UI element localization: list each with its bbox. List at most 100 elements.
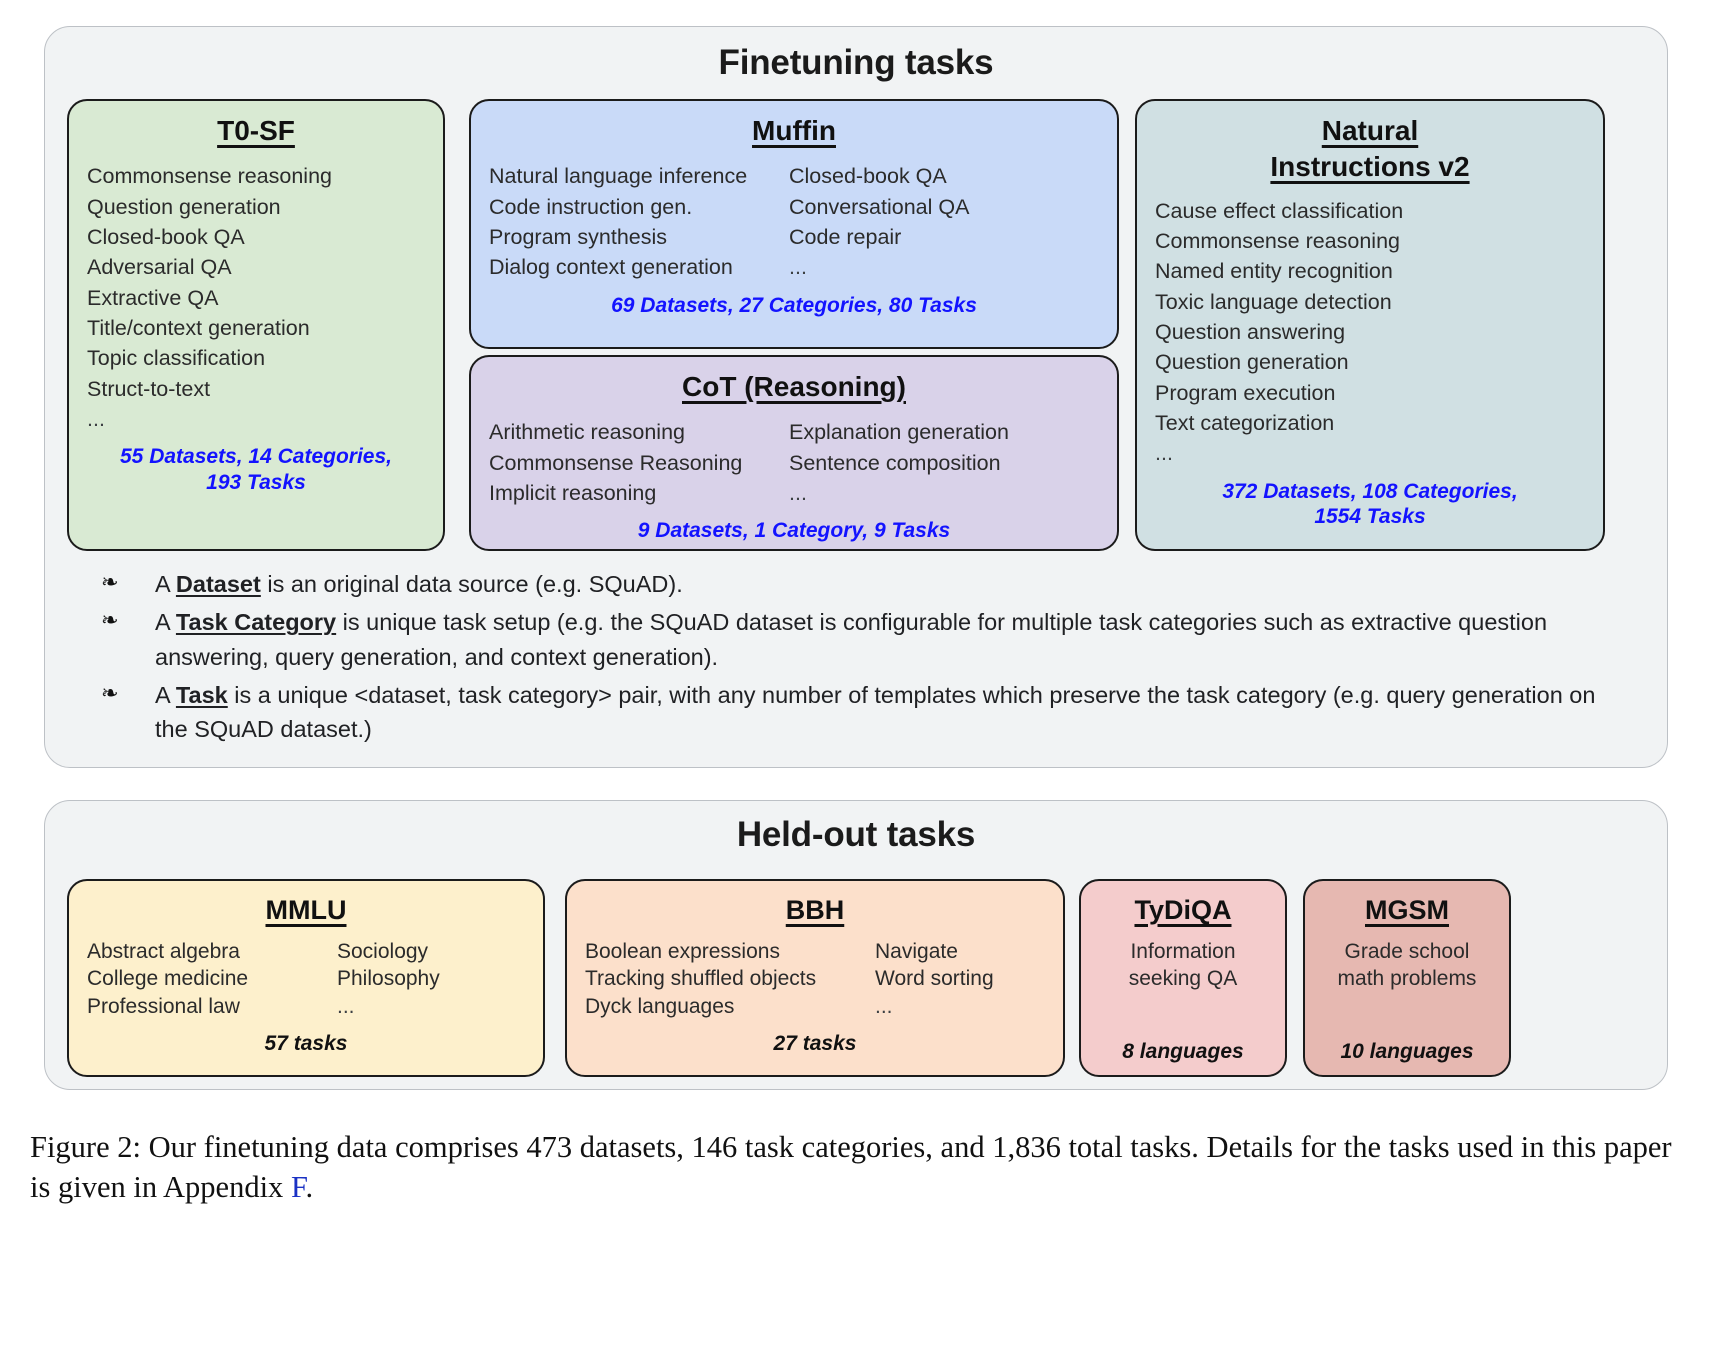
list-item: Code repair — [789, 225, 902, 250]
card-mmlu-item-list-right: Sociology Philosophy ... — [337, 938, 525, 1020]
definition-text-task: A Task is a unique <dataset, task catego… — [155, 678, 1625, 747]
description-line-1: Information — [1130, 940, 1236, 964]
list-item: Question generation — [87, 194, 281, 219]
stats-line-2: 193 Tasks — [206, 470, 306, 494]
caption-text: Figure 2: Our finetuning data comprises … — [30, 1130, 1672, 1204]
card-bbh: BBH Boolean expressions Tracking shuffle… — [565, 879, 1065, 1077]
card-cot-columns: Arithmetic reasoning Commonsense Reasoni… — [489, 417, 1099, 508]
list-item: Dialog context generation — [489, 255, 733, 280]
stats-line-1: 55 Datasets, 14 Categories, — [120, 445, 392, 469]
list-item: Toxic language detection — [1155, 289, 1392, 314]
card-muffin-item-list-left: Natural language inference Code instruct… — [489, 161, 789, 282]
held-out-tasks-panel: Held-out tasks MMLU Abstract algebra Col… — [44, 800, 1668, 1090]
definition-row-dataset: ❧ A Dataset is an original data source (… — [85, 567, 1625, 601]
card-title-line-2: Instructions v2 — [1270, 151, 1470, 183]
list-item: Tracking shuffled objects — [585, 967, 817, 991]
diamond-bullet-icon: ❧ — [101, 609, 119, 633]
card-muffin-stats: 69 Datasets, 27 Categories, 80 Tasks — [611, 293, 977, 317]
card-bbh-title: BBH — [785, 895, 845, 925]
definition-rest: is a unique <dataset, task category> pai… — [155, 681, 1596, 743]
card-natural-instructions-v2-item-list: Cause effect classification Commonsense … — [1155, 196, 1585, 469]
card-bbh-item-list-left: Boolean expressions Tracking shuffled ob… — [585, 938, 875, 1020]
card-mgsm: MGSM Grade school math problems 10 langu… — [1303, 879, 1511, 1077]
finetuning-panel-title: Finetuning tasks — [718, 43, 994, 82]
list-item-ellipsis: ... — [789, 481, 807, 506]
list-item-ellipsis: ... — [337, 994, 355, 1018]
list-item: Navigate — [875, 940, 958, 964]
list-item: Topic classification — [87, 346, 266, 371]
list-item-ellipsis: ... — [1155, 441, 1173, 466]
card-tydiqa-body: Information seeking QA 8 languages — [1099, 938, 1267, 1064]
description-line-1: Grade school — [1344, 940, 1470, 964]
definitions-list: ❧ A Dataset is an original data source (… — [85, 567, 1625, 750]
list-item: Boolean expressions — [585, 940, 780, 964]
card-muffin: Muffin Natural language inference Code i… — [469, 99, 1119, 349]
card-mgsm-stats: 10 languages — [1340, 1040, 1474, 1064]
list-item: Natural language inference — [489, 164, 748, 189]
card-bbh-item-list-right: Navigate Word sorting ... — [875, 938, 1045, 1020]
card-bbh-columns: Boolean expressions Tracking shuffled ob… — [585, 938, 1045, 1020]
list-item: Arithmetic reasoning — [489, 420, 685, 445]
card-bbh-stats: 27 tasks — [773, 1031, 857, 1055]
list-item: Adversarial QA — [87, 255, 232, 280]
card-natural-instructions-v2-stats: 372 Datasets, 108 Categories, 1554 Tasks — [1155, 479, 1585, 530]
card-tydiqa-description: Information seeking QA — [1099, 938, 1267, 993]
caption-text-end: . — [305, 1169, 314, 1204]
definition-row-task: ❧ A Task is a unique <dataset, task cate… — [85, 678, 1625, 747]
card-mmlu-title: MMLU — [265, 895, 347, 925]
card-tydiqa-title: TyDiQA — [1134, 895, 1232, 925]
card-tydiqa: TyDiQA Information seeking QA 8 language… — [1079, 879, 1287, 1077]
definition-rest: is an original data source (e.g. SQuAD). — [260, 571, 683, 597]
description-line-2: math problems — [1337, 967, 1477, 991]
definition-row-task-category: ❧ A Task Category is unique task setup (… — [85, 605, 1625, 674]
definition-prefix: A — [155, 571, 176, 597]
list-item: Word sorting — [875, 967, 994, 991]
finetuning-tasks-panel: Finetuning tasks T0-SF Commonsense reaso… — [44, 26, 1668, 768]
list-item: Code instruction gen. — [489, 194, 693, 219]
definition-text-task-category: A Task Category is unique task setup (e.… — [155, 605, 1625, 674]
list-item: Conversational QA — [789, 194, 970, 219]
list-item-ellipsis: ... — [87, 406, 105, 431]
card-t0-sf-item-list: Commonsense reasoning Question generatio… — [87, 161, 425, 434]
diamond-bullet-icon: ❧ — [101, 681, 119, 705]
figure-caption: Figure 2: Our finetuning data comprises … — [30, 1128, 1690, 1207]
list-item-ellipsis: ... — [789, 255, 807, 280]
card-cot-stats: 9 Datasets, 1 Category, 9 Tasks — [637, 519, 951, 543]
card-t0-sf-stats: 55 Datasets, 14 Categories, 193 Tasks — [87, 444, 425, 495]
card-mmlu-columns: Abstract algebra College medicine Profes… — [87, 938, 525, 1020]
held-out-panel-title: Held-out tasks — [736, 815, 976, 854]
list-item: Question answering — [1155, 320, 1346, 345]
card-cot-item-list-left: Arithmetic reasoning Commonsense Reasoni… — [489, 417, 789, 508]
list-item-ellipsis: ... — [875, 994, 893, 1018]
list-item: Explanation generation — [789, 420, 1009, 445]
card-cot: CoT (Reasoning) Arithmetic reasoning Com… — [469, 355, 1119, 551]
list-item: Extractive QA — [87, 285, 219, 310]
card-mgsm-body: Grade school math problems 10 languages — [1323, 938, 1491, 1064]
list-item: Dyck languages — [585, 994, 735, 1018]
list-item: Implicit reasoning — [489, 481, 657, 506]
card-muffin-item-list-right: Closed-book QA Conversational QA Code re… — [789, 161, 1099, 282]
card-muffin-columns: Natural language inference Code instruct… — [489, 161, 1099, 282]
card-mgsm-description: Grade school math problems — [1323, 938, 1491, 993]
definition-rest: is unique task setup (e.g. the SQuAD dat… — [155, 609, 1548, 670]
card-title-line-1: Natural — [1321, 115, 1419, 146]
card-mmlu-item-list-left: Abstract algebra College medicine Profes… — [87, 938, 337, 1020]
list-item: Abstract algebra — [87, 940, 240, 964]
card-cot-item-list-right: Explanation generation Sentence composit… — [789, 417, 1099, 508]
list-item: Struct-to-text — [87, 376, 211, 401]
card-mgsm-title: MGSM — [1365, 895, 1449, 925]
list-item: Title/context generation — [87, 315, 310, 340]
card-natural-instructions-v2-title: Natural Instructions v2 — [1155, 113, 1585, 186]
list-item: Commonsense Reasoning — [489, 450, 743, 475]
list-item: Named entity recognition — [1155, 259, 1393, 284]
list-item: Program synthesis — [489, 225, 668, 250]
card-tydiqa-stats: 8 languages — [1122, 1040, 1244, 1064]
card-mmlu: MMLU Abstract algebra College medicine P… — [67, 879, 545, 1077]
caption-appendix-link[interactable]: F — [290, 1169, 306, 1204]
definition-text-dataset: A Dataset is an original data source (e.… — [155, 567, 1625, 601]
list-item: Question generation — [1155, 350, 1349, 375]
list-item: Closed-book QA — [87, 225, 245, 250]
definition-prefix: A — [155, 609, 176, 636]
card-t0-sf: T0-SF Commonsense reasoning Question gen… — [67, 99, 445, 551]
